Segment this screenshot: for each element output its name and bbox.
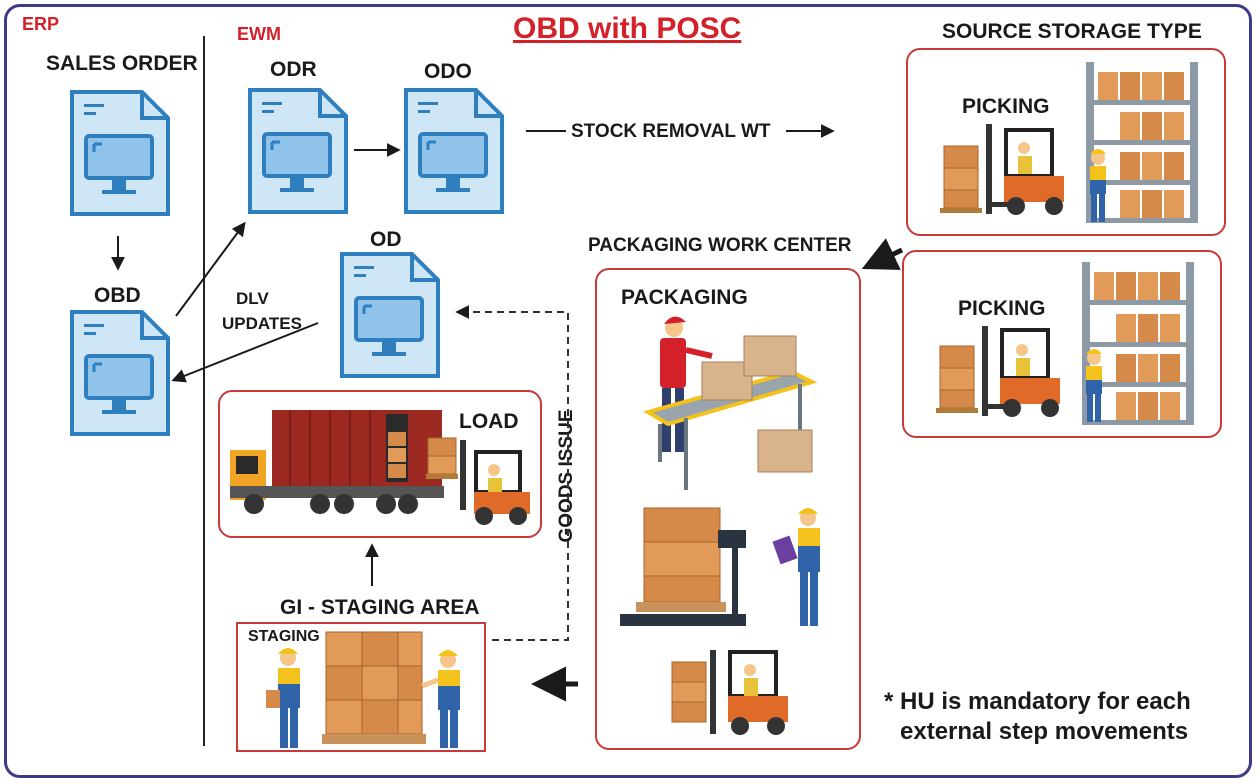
- pallet-boxes-illustration-1: [940, 145, 982, 213]
- updates-label: UPDATES: [222, 314, 302, 333]
- sales-order-document-icon: [70, 90, 170, 216]
- staging-worker-left-illustration: [266, 648, 300, 748]
- od-to-obd-arrow: [171, 322, 319, 383]
- staging-boxes-illustration: [322, 631, 426, 744]
- diagram-title: OBD with POSC: [513, 12, 742, 45]
- gi-staging-area-label: GI - STAGING AREA: [280, 596, 480, 619]
- obd-to-odr-arrow: [175, 221, 246, 317]
- dlv-label: DLV: [236, 289, 269, 308]
- od-label: OD: [370, 228, 402, 251]
- picking-to-packaging-arrow: [861, 238, 904, 270]
- packaging-work-center-label: PACKAGING WORK CENTER: [588, 235, 852, 256]
- truck-illustration: [230, 410, 444, 514]
- odr-document-icon: [248, 88, 348, 214]
- hu-note-line-1: * HU is mandatory for each: [884, 688, 1191, 715]
- erp-label: ERP: [22, 14, 60, 34]
- obd-label: OBD: [94, 284, 141, 307]
- worker-illustration-2: [1086, 349, 1102, 422]
- source-storage-type-label: SOURCE STORAGE TYPE: [942, 20, 1202, 43]
- packaging-forklift-illustration: [671, 650, 788, 735]
- odo-label: ODO: [424, 60, 472, 83]
- load-label: LOAD: [459, 410, 519, 433]
- storage-rack-illustration-2: [1082, 262, 1194, 425]
- picking-label-2: PICKING: [958, 297, 1046, 320]
- picking-label-1: PICKING: [962, 95, 1050, 118]
- hu-note-line-2: external step movements: [900, 718, 1189, 745]
- storage-rack-illustration-1: [1086, 62, 1198, 223]
- forklift-illustration-1: [986, 124, 1064, 215]
- odr-label: ODR: [270, 58, 317, 81]
- odo-document-icon: [404, 88, 504, 214]
- clipboard-worker-illustration: [772, 508, 820, 626]
- sales-order-label: SALES ORDER: [46, 52, 198, 75]
- goods-issue-dashed-path: [455, 305, 569, 641]
- ewm-label: EWM: [237, 24, 281, 44]
- scale-boxes-illustration: [620, 507, 746, 626]
- od-document-icon: [340, 252, 440, 378]
- staging-label: STAGING: [248, 628, 320, 645]
- stock-removal-label: STOCK REMOVAL WT: [571, 121, 771, 142]
- staging-worker-right-illustration: [421, 650, 460, 748]
- pallet-boxes-illustration-2: [936, 345, 978, 413]
- loading-forklift-illustration: [426, 437, 530, 525]
- packaging-label: PACKAGING: [621, 286, 748, 309]
- worker-illustration-1: [1090, 149, 1106, 222]
- erp-ewm-divider: [203, 36, 205, 746]
- conveyor-illustration: [642, 335, 818, 490]
- forklift-illustration-2: [982, 326, 1060, 417]
- obd-document-icon: [70, 310, 170, 436]
